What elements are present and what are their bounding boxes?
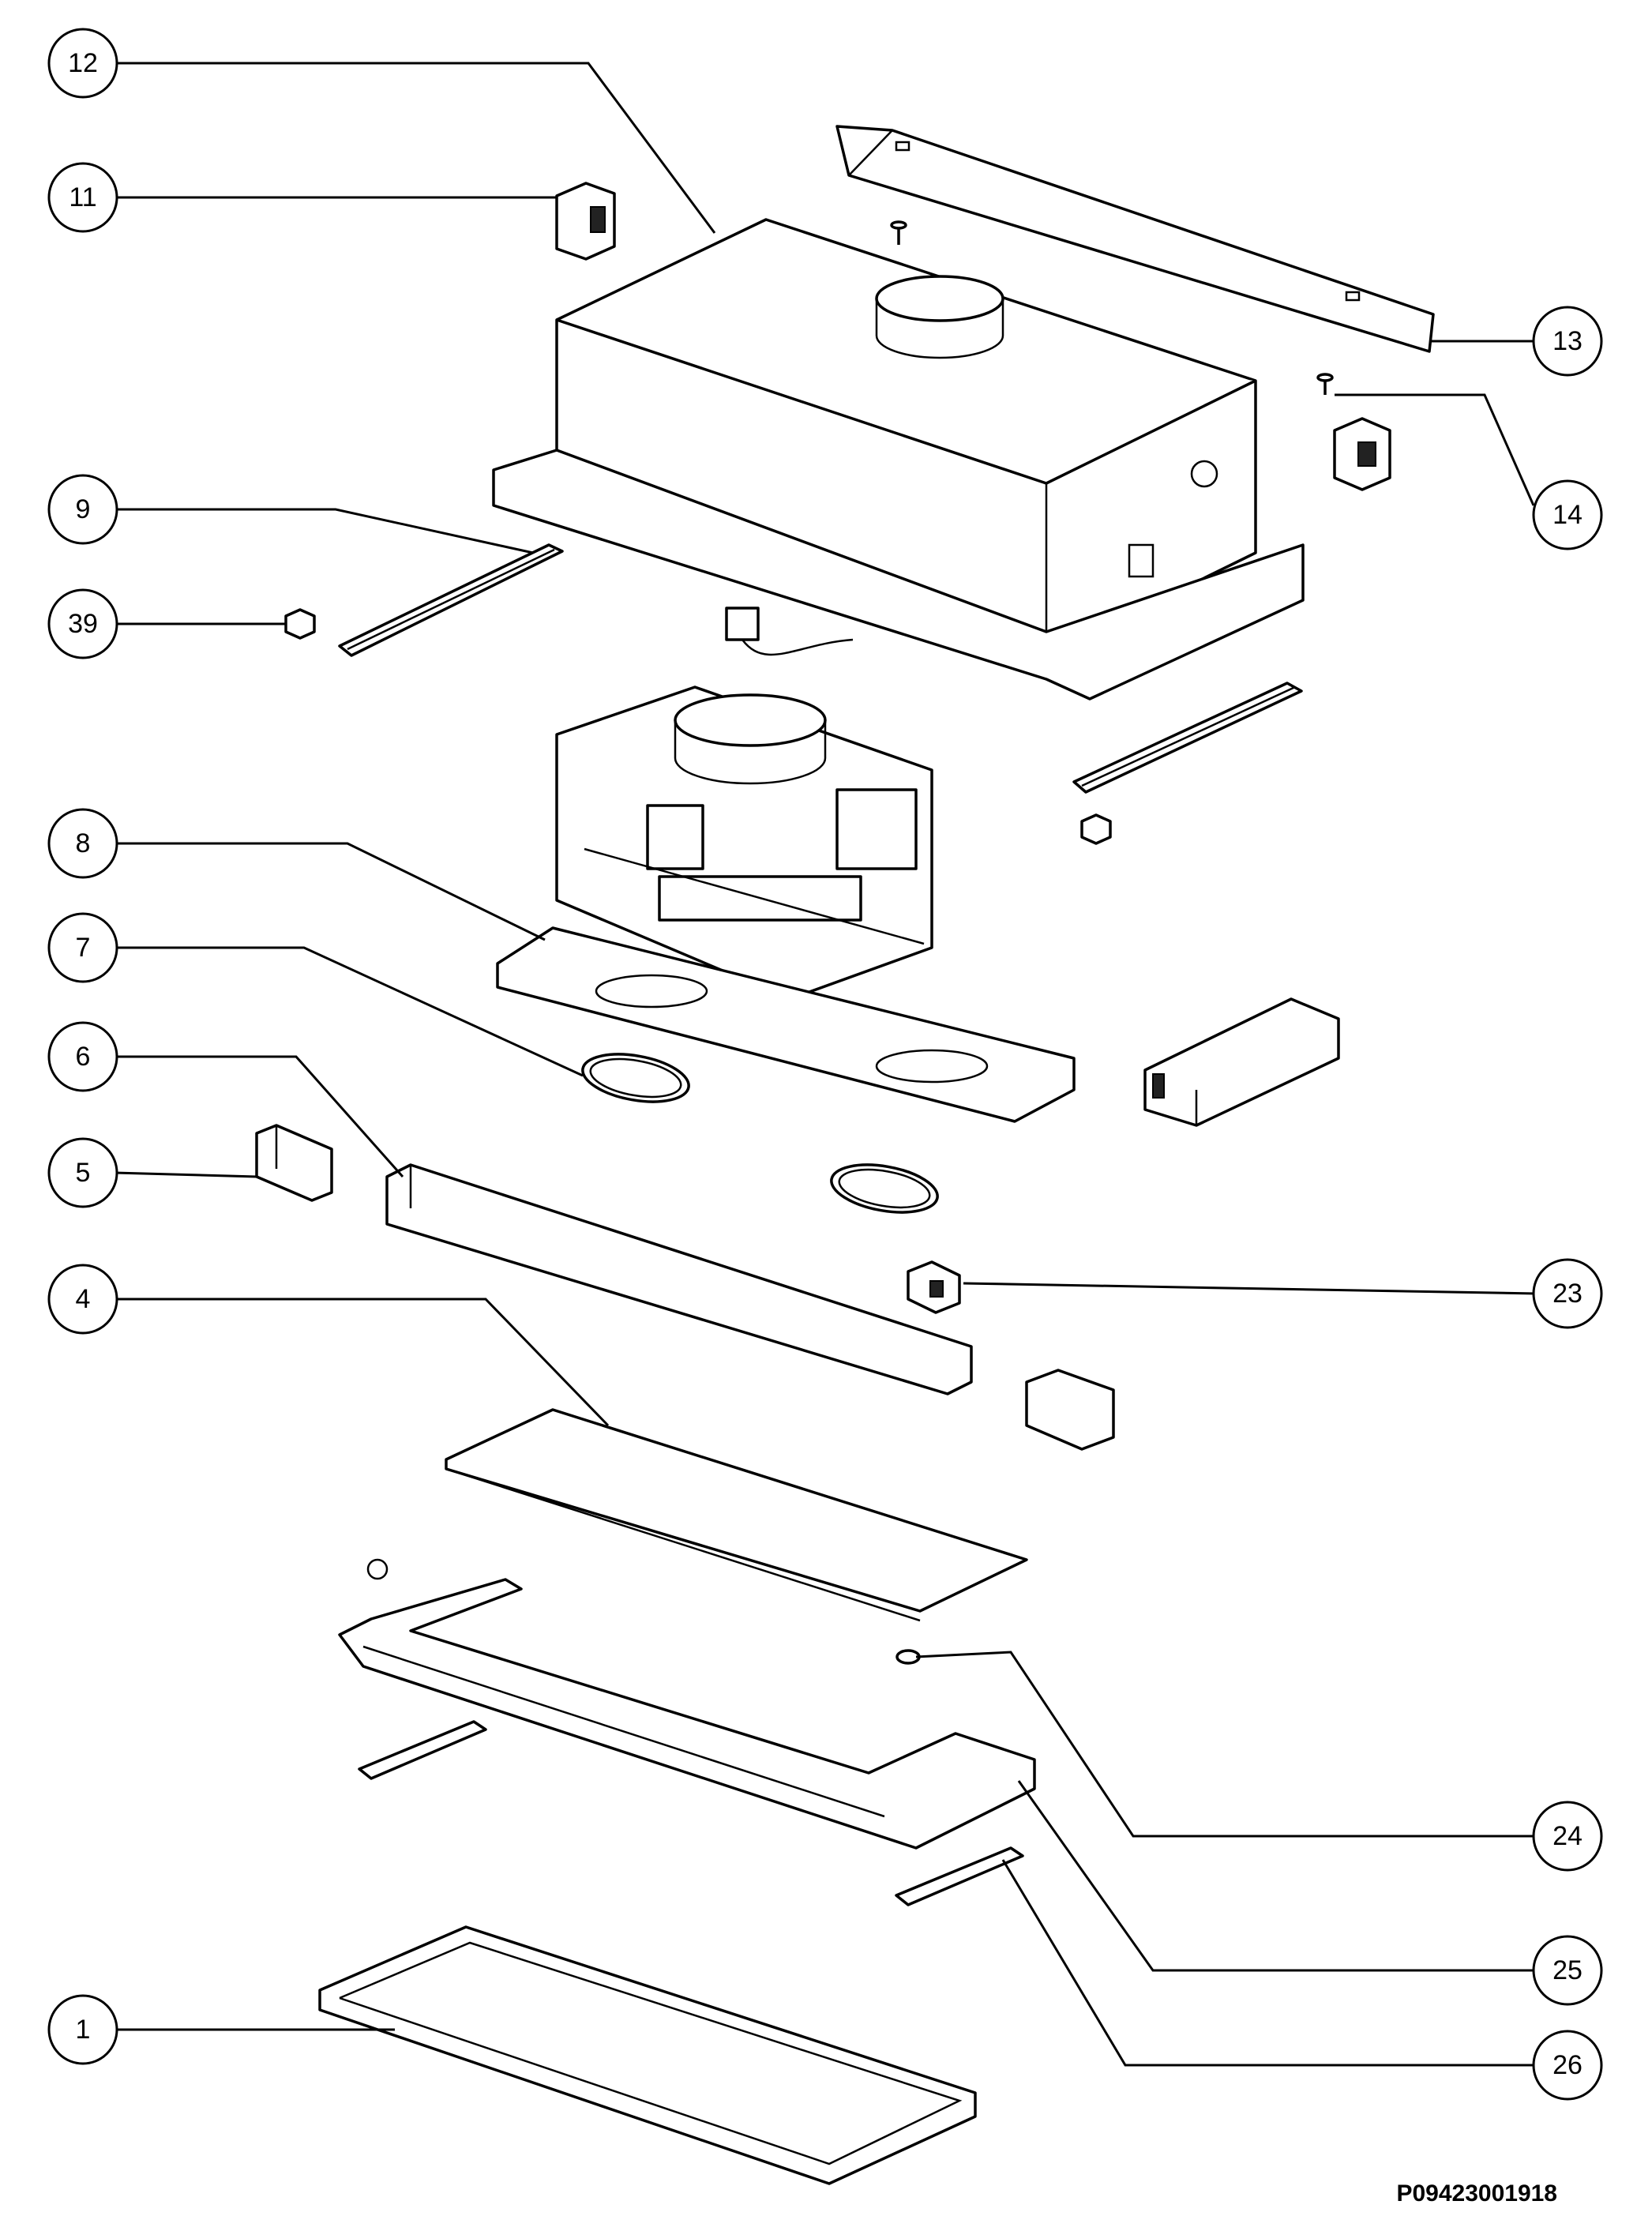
svg-text:9: 9	[76, 494, 91, 524]
svg-text:24: 24	[1553, 1821, 1583, 1851]
callout-7: 7	[47, 912, 118, 983]
diagram-code: P09423001918	[1396, 2180, 1557, 2207]
part-39-clip	[284, 608, 316, 640]
part-24-washer	[895, 1649, 921, 1665]
callout-4: 4	[47, 1264, 118, 1335]
part-9-slide-rail	[338, 543, 564, 657]
callout-25: 25	[1532, 1935, 1603, 2006]
callout-13: 13	[1532, 306, 1603, 377]
svg-text:6: 6	[76, 1042, 91, 1072]
part-slide-rail-right	[1072, 682, 1303, 794]
part-12-hood-housing	[492, 218, 1305, 700]
part-8-filter-tray	[496, 926, 1076, 1123]
callout-9: 9	[47, 474, 118, 545]
callout-6: 6	[47, 1021, 118, 1092]
part-13-rear-bracket	[835, 125, 1435, 353]
callout-11: 11	[47, 162, 118, 233]
part-clip-right	[1080, 813, 1112, 845]
svg-text:11: 11	[69, 182, 96, 212]
callout-5: 5	[47, 1137, 118, 1208]
part-25-sliding-frame	[338, 1558, 1036, 1850]
callout-14: 14	[1532, 479, 1603, 550]
svg-text:14: 14	[1553, 500, 1583, 530]
svg-text:26: 26	[1553, 2050, 1583, 2080]
part-control-panel	[1143, 997, 1340, 1127]
part-motor-fan-unit	[555, 607, 933, 1001]
svg-text:5: 5	[76, 1158, 91, 1188]
part-26-slide-clip	[895, 1846, 1024, 1906]
callout-26: 26	[1532, 2030, 1603, 2101]
part-switch-module-right	[1333, 417, 1391, 491]
svg-text:23: 23	[1553, 1279, 1583, 1309]
svg-text:7: 7	[76, 933, 91, 963]
callout-1: 1	[47, 1994, 118, 2065]
part-1-front-visor	[318, 1925, 977, 2185]
svg-text:8: 8	[76, 828, 91, 858]
callout-23: 23	[1532, 1258, 1603, 1329]
part-11-switch-module	[555, 182, 616, 261]
part-14-screw	[890, 220, 1334, 395]
svg-text:12: 12	[68, 48, 98, 78]
part-5-end-cap	[255, 1124, 333, 1202]
part-end-cap-right	[1025, 1369, 1115, 1451]
callout-8: 8	[47, 808, 118, 879]
part-4-filter-panel	[445, 1408, 1028, 1622]
part-slide-clip-left	[358, 1720, 487, 1780]
leader-lines	[114, 62, 1537, 2067]
svg-text:13: 13	[1553, 326, 1583, 356]
svg-text:1: 1	[76, 2015, 91, 2045]
part-7-gasket	[581, 1053, 690, 1103]
callout-12: 12	[47, 28, 118, 99]
svg-text:39: 39	[68, 609, 98, 639]
svg-text:4: 4	[76, 1284, 91, 1314]
part-23-latch	[907, 1260, 961, 1314]
svg-text:25: 25	[1553, 1955, 1583, 1985]
callout-24: 24	[1532, 1801, 1603, 1872]
part-6-front-profile	[385, 1163, 973, 1395]
part-gasket-second	[830, 1163, 939, 1214]
callout-39: 39	[47, 588, 118, 659]
